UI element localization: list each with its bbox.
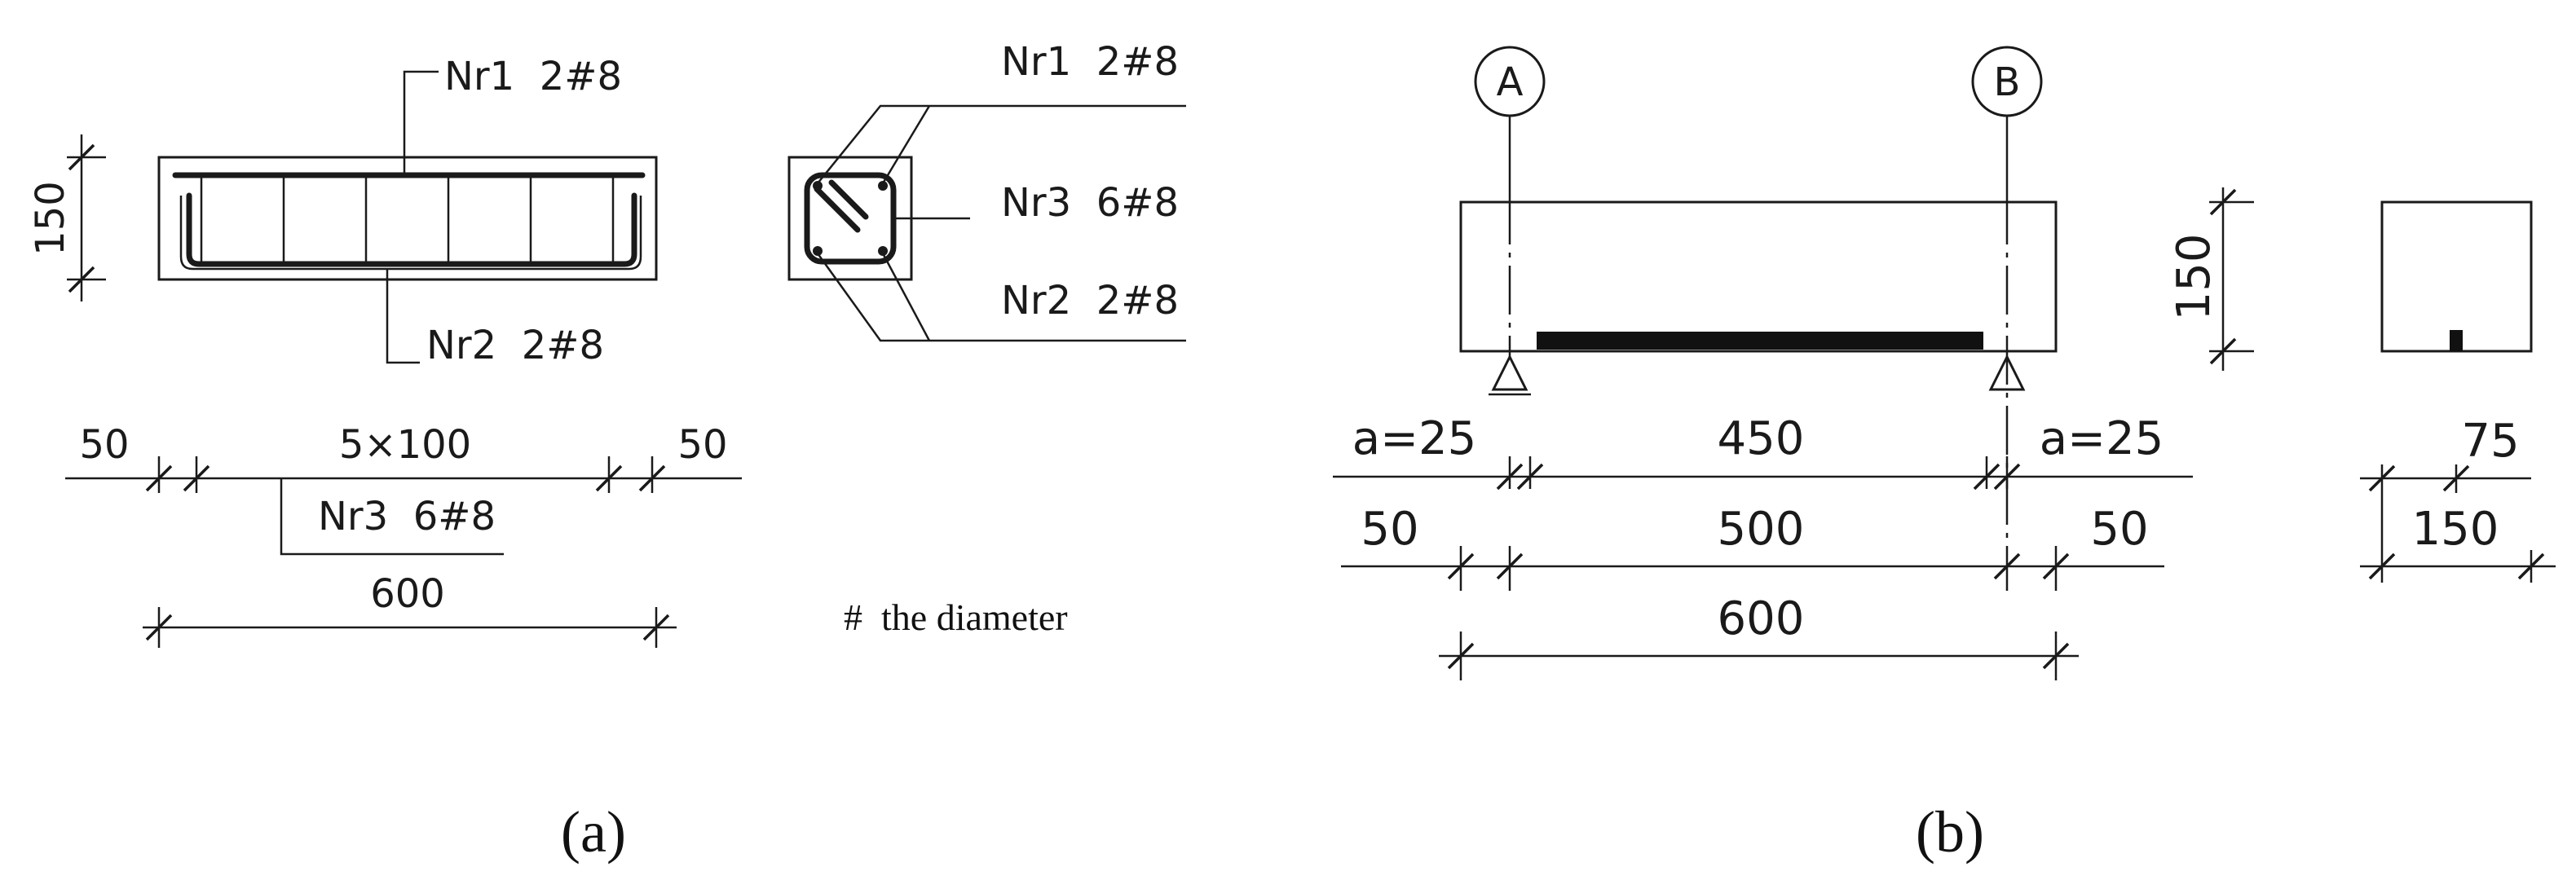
stirrups (200, 175, 615, 264)
dim-row-2-center: 500 (1718, 503, 1805, 556)
stirrup-spacing-label: 5×100 (339, 422, 471, 468)
panel-a-label: (a) (561, 799, 626, 865)
frp-strip (1537, 332, 1983, 350)
bar-dot-bottom-left (813, 246, 823, 256)
support-right (1988, 354, 2026, 391)
stirrup-hook-2 (828, 179, 869, 220)
bar-dot-bottom-right (878, 246, 888, 256)
bar-dot-top-left (813, 181, 823, 191)
stirrup-callout-label: Nr3 6#8 (318, 494, 496, 539)
section-callout-bottom: Nr2 2#8 (1001, 278, 1179, 323)
axis-a-label: A (1497, 59, 1524, 105)
right-cover-label: 50 (677, 422, 727, 468)
stirrup-hook-1 (814, 186, 861, 233)
height-dimension-b: 150 (2168, 187, 2254, 371)
section-b-frp-strip (2450, 330, 2463, 351)
beam-elevation-b (1459, 200, 2058, 353)
dim-row-1: a=25 450 a=25 (1333, 412, 2193, 491)
dim-row-1-left: a=25 (1352, 412, 1477, 465)
callout-top-bar: Nr1 2#8 (403, 54, 622, 174)
dim-row-3-total: 600 (1718, 592, 1805, 645)
axis-b-label: B (1994, 59, 2021, 105)
cross-section-b: 75 150 (2360, 200, 2556, 583)
cross-section-a: Nr1 2#8 Nr3 6#8 Nr2 2#8 (787, 39, 1186, 342)
section-b-width: 150 (2412, 503, 2499, 556)
axis-b-marker: B (1971, 46, 2043, 591)
callout-bottom-bar: Nr2 2#8 (386, 269, 604, 368)
dim-row-2-right: 50 (2090, 503, 2148, 556)
reinforcement-cage (172, 172, 646, 271)
panel-b-label: (b) (1916, 799, 1984, 865)
height-dimension-a: 150 (28, 134, 106, 301)
support-left (1489, 354, 1531, 396)
total-length-a-label: 600 (370, 571, 445, 617)
height-dimension-b-label: 150 (2168, 234, 2221, 321)
spacing-dimension: 50 5×100 50 Nr3 6#8 (65, 422, 742, 556)
panel-a: Nr1 2#8 Nr2 2#8 150 50 (28, 39, 1186, 865)
section-callout-middle: Nr3 6#8 (1001, 180, 1179, 226)
section-callout-top: Nr1 2#8 (1001, 39, 1179, 85)
left-cover-label: 50 (79, 422, 129, 468)
dim-row-2: 50 500 50 (1341, 503, 2164, 591)
axis-a-marker: A (1474, 46, 1546, 359)
dim-row-2-left: 50 (1361, 503, 1418, 556)
bottom-bar (186, 192, 637, 267)
callout-top-bar-label: Nr1 2#8 (444, 54, 622, 99)
dim-row-3: 600 (1439, 592, 2079, 680)
callout-bottom-bar-label: Nr2 2#8 (426, 323, 604, 368)
bottom-bar-inner-hook (179, 196, 642, 271)
section-b-outline (2380, 200, 2533, 353)
beam-elevation-outline (157, 156, 658, 281)
panel-b: A B 150 (1333, 46, 2556, 865)
bar-dot-top-right (878, 181, 888, 191)
height-dimension-a-label: 150 (28, 181, 73, 256)
diameter-note: # the diameter (844, 596, 1068, 638)
dim-row-1-right: a=25 (2040, 412, 2164, 465)
dim-row-1-center: 450 (1718, 412, 1805, 465)
section-b-half-width: 75 (2461, 415, 2519, 468)
total-length-dimension-a: 600 (143, 571, 677, 648)
